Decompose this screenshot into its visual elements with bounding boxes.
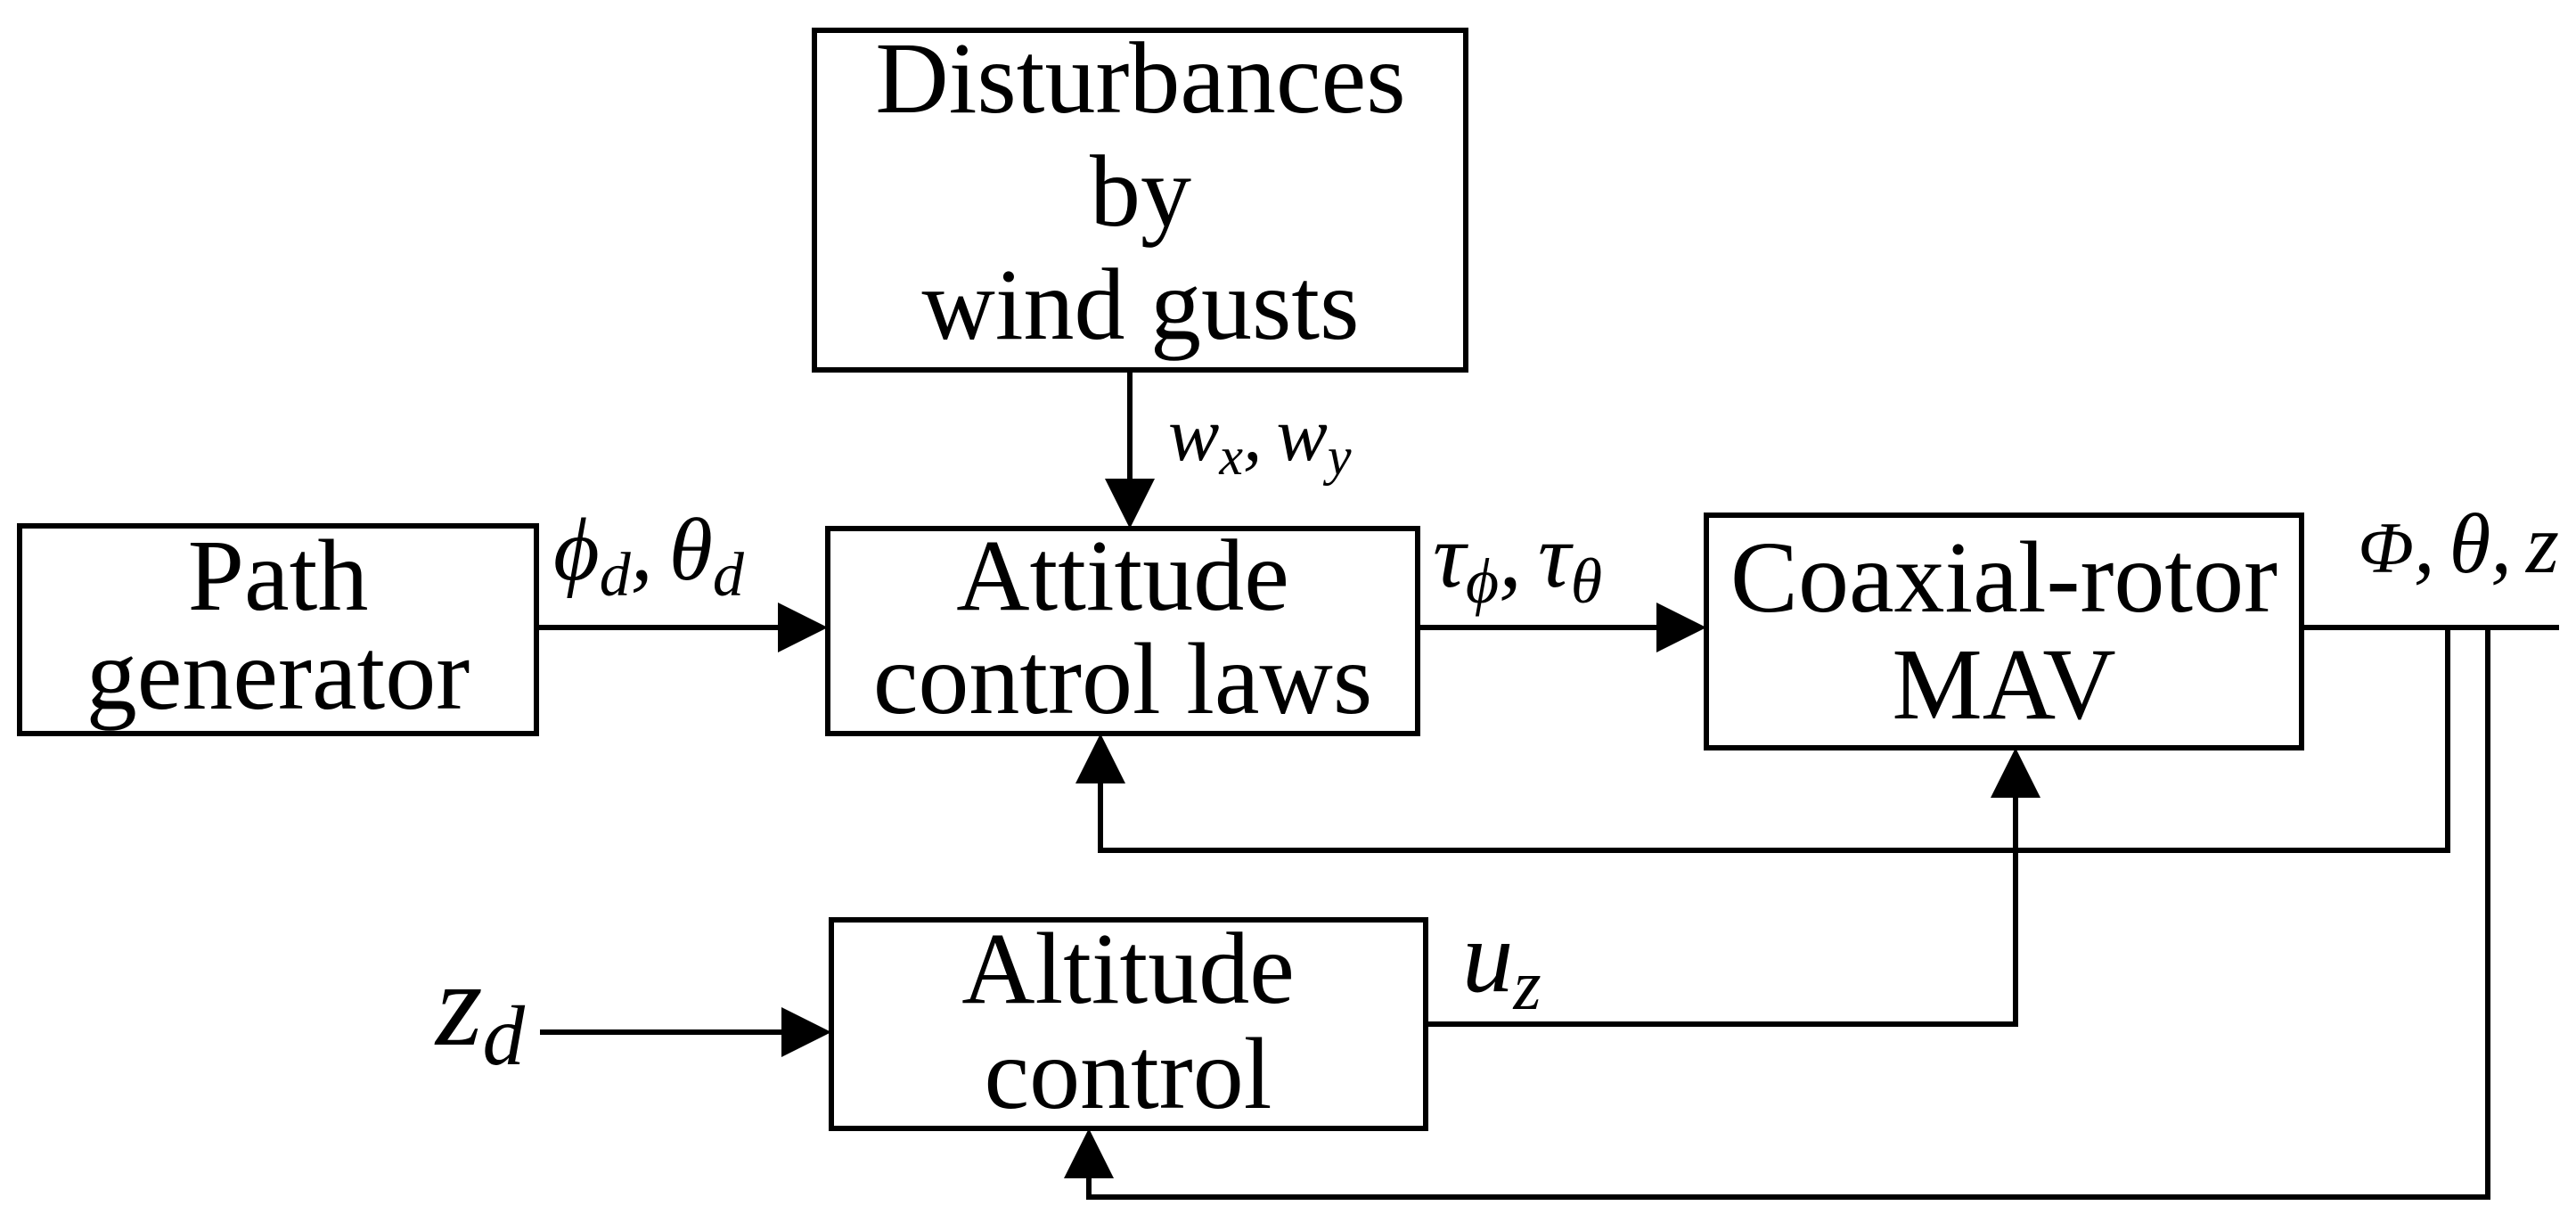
signal-label-wind: wx,wy xyxy=(1168,391,1352,486)
connection-disturbances-to-attitude xyxy=(1105,370,1155,529)
signal-symbol: θ xyxy=(2449,496,2491,591)
signal-subscript: x xyxy=(1218,427,1243,486)
signal-subscript: d xyxy=(483,988,526,1083)
signal-separator: , xyxy=(631,500,653,599)
arrowhead-feedback-to-altitude xyxy=(1064,1128,1114,1178)
attitude-control-box xyxy=(825,526,1420,736)
connection-path-to-attitude xyxy=(536,603,828,652)
connection-feedback-to-attitude xyxy=(1075,627,2450,853)
signal-label-outputs: Φ,θ,z xyxy=(2358,496,2559,591)
disturbances-label-line: wind gusts xyxy=(922,248,1360,361)
wire-feedback-to-altitude xyxy=(1086,627,2490,1200)
path-generator-label-line: Path xyxy=(188,519,369,632)
altitude-control-box xyxy=(829,917,1428,1131)
signal-subscript: d xyxy=(713,541,745,610)
altitude-control-label-line: Altitude xyxy=(961,912,1295,1025)
signal-symbol: w xyxy=(1277,391,1328,477)
path-generator-block: Path generator xyxy=(17,519,539,736)
coaxial-mav-box xyxy=(1704,513,2304,750)
coaxial-mav-label-line: MAV xyxy=(1892,627,2115,741)
connection-altitude-to-mav xyxy=(1426,748,2040,1027)
signal-separator: , xyxy=(2490,496,2512,591)
arrowhead-feedback-to-attitude xyxy=(1075,734,1125,783)
arrowhead-attitude-to-mav xyxy=(1656,603,1706,652)
signal-subscript: θ xyxy=(1571,545,1602,617)
attitude-control-label-line: control laws xyxy=(873,622,1372,735)
wire-feedback-to-attitude xyxy=(1098,627,2450,853)
connection-altitude-ref-to-altitude xyxy=(540,1007,831,1057)
signal-symbol: τ xyxy=(1433,505,1468,607)
signal-symbol: w xyxy=(1168,391,1219,477)
signal-subscript: y xyxy=(1322,427,1352,486)
signal-symbol: τ xyxy=(1538,505,1574,607)
arrowhead-altitude-ref-to-altitude xyxy=(781,1007,831,1057)
signal-subscript: ϕ xyxy=(1466,545,1499,617)
signal-symbol: z xyxy=(2524,496,2559,591)
path-generator-label-line: generator xyxy=(86,618,470,731)
signal-separator: , xyxy=(2414,496,2435,591)
arrowhead-altitude-to-mav xyxy=(1991,748,2040,798)
signal-label-altitude-reference: zd xyxy=(434,939,526,1083)
path-generator-box xyxy=(17,523,539,736)
attitude-control-block: Attitude control laws xyxy=(825,519,1420,736)
altitude-control-label-line: control xyxy=(985,1017,1272,1130)
signal-label-thrust: uz xyxy=(1462,900,1542,1025)
signal-label-torques: τϕ,τθ xyxy=(1433,505,1602,617)
altitude-control-block: Altitude control xyxy=(829,912,1428,1131)
disturbances-label-line: by xyxy=(1090,135,1191,248)
signal-symbol: u xyxy=(1462,900,1514,1013)
connection-feedback-to-altitude xyxy=(1064,627,2490,1200)
attitude-control-label-line: Attitude xyxy=(956,519,1289,632)
signal-subscript: d xyxy=(600,541,632,610)
signal-label-attitude-reference: ϕd,θd xyxy=(553,500,745,610)
signal-separator: , xyxy=(1243,391,1263,477)
signal-symbol: z xyxy=(434,939,483,1071)
signal-symbol: ϕ xyxy=(553,500,600,599)
arrowhead-disturbances-to-attitude xyxy=(1105,479,1155,529)
arrowhead-path-to-attitude xyxy=(778,603,828,652)
connection-attitude-to-mav xyxy=(1418,603,1706,652)
signal-symbol: θ xyxy=(669,500,713,599)
coaxial-mav-label-line: Coaxial-rotor xyxy=(1730,521,2278,634)
signal-subscript: z xyxy=(1513,947,1542,1025)
disturbances-label-line: Disturbances xyxy=(875,21,1405,135)
disturbances-block: Disturbances by wind gusts xyxy=(812,21,1468,373)
disturbances-box xyxy=(812,28,1468,373)
wire-altitude-to-mav xyxy=(1426,795,2018,1027)
signal-symbol: Φ xyxy=(2358,507,2413,588)
signal-separator: , xyxy=(1499,505,1522,607)
coaxial-mav-block: Coaxial-rotor MAV xyxy=(1704,513,2304,750)
